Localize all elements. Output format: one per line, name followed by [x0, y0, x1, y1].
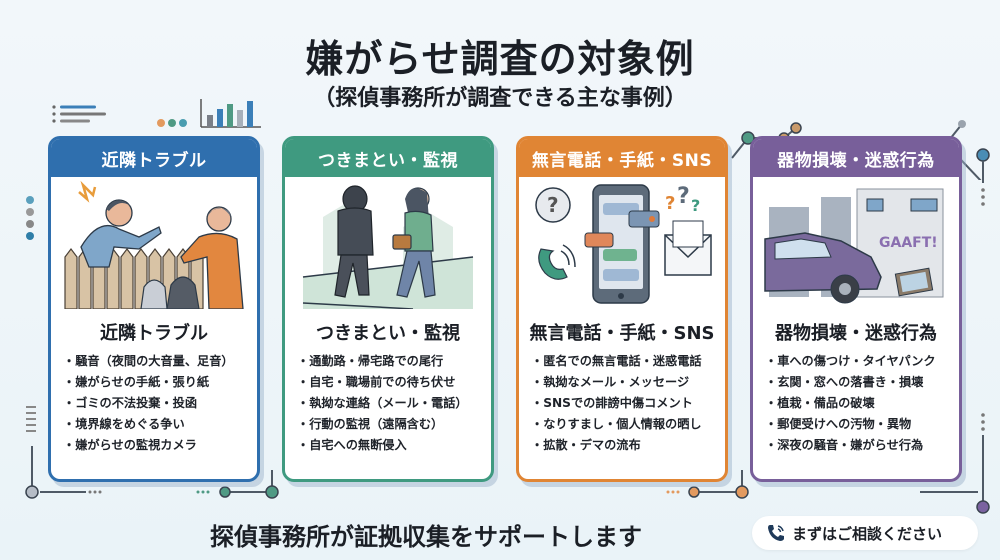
- neighbors-arguing-illustration: [59, 177, 249, 310]
- card-title: 器物損壊・迷惑行為: [775, 323, 937, 344]
- list-icon: [52, 105, 106, 123]
- bar-chart-icon: [200, 99, 261, 128]
- list-item: 通勤路・帰宅路での尾行: [297, 351, 491, 372]
- dots-icon: [157, 119, 187, 127]
- list-item: 嫌がらせの監視カメラ: [63, 435, 257, 456]
- list-item: ゴミの不法投棄・投函: [63, 393, 257, 414]
- consultation-label: まずはご相談ください: [792, 524, 943, 543]
- card-neighbor-trouble: 近隣トラブル 近隣トラブル: [48, 136, 260, 482]
- card-header: つきまとい・監視: [285, 139, 491, 177]
- list-item: 嫌がらせの手紙・張り紙: [63, 372, 257, 393]
- card-title: 無言電話・手紙・SNS: [529, 323, 715, 344]
- card-item-list: 通勤路・帰宅路での尾行 自宅・職場前での待ち伏せ 執拗な連絡（メール・電話） 行…: [285, 345, 491, 456]
- phone-icon: [768, 525, 784, 541]
- network-right-icon: [976, 148, 990, 514]
- list-item: 拡散・デマの流布: [531, 435, 725, 456]
- card-property-damage-nuisance: 器物損壊・迷惑行為 GAAFT! 器物損壊・迷惑行為 車への傷つけ・タイヤパンク…: [750, 136, 962, 482]
- list-item: 自宅・職場前での待ち伏せ: [297, 372, 491, 393]
- list-item: 車への傷つけ・タイヤパンク: [765, 351, 959, 372]
- list-item: 執拗な連絡（メール・電話）: [297, 393, 491, 414]
- footer-message: 探偵事務所が証拠収集をサポートします: [210, 523, 642, 551]
- smartphone-messages-illustration: ? ? ? ?: [527, 177, 717, 309]
- list-item: 郵便受けへの汚物・異物: [765, 414, 959, 435]
- stalker-following-illustration: [293, 177, 483, 310]
- card-header: 近隣トラブル: [51, 139, 257, 177]
- list-item: 匿名での無言電話・迷惑電話: [531, 351, 725, 372]
- connector-lines-icon: [40, 470, 978, 499]
- graffiti-text: GAAFT!: [879, 235, 938, 251]
- card-item-list: 騒音（夜間の大音量、足音） 嫌がらせの手紙・張り紙 ゴミの不法投棄・投函 境界線…: [51, 345, 257, 456]
- svg-text:?: ?: [665, 193, 675, 214]
- list-item: SNSでの誹謗中傷コメント: [531, 393, 725, 414]
- list-item: なりすまし・個人情報の晒し: [531, 414, 725, 435]
- card-header: 器物損壊・迷惑行為: [753, 139, 959, 177]
- list-item: 騒音（夜間の大音量、足音）: [63, 351, 257, 372]
- list-item: 深夜の騒音・嫌がらせ行為: [765, 435, 959, 456]
- page-subtitle: （探偵事務所が調査できる主な事例）: [313, 86, 687, 111]
- list-item: 自宅への無断侵入: [297, 435, 491, 456]
- list-item: 玄関・窓への落書き・損壊: [765, 372, 959, 393]
- damaged-car-graffiti-illustration: GAAFT!: [761, 177, 951, 309]
- card-stalking-surveillance: つきまとい・監視 つきまとい・監視 通勤路・帰宅路での尾行 自宅・職場前での: [282, 136, 494, 482]
- list-item: 行動の監視（遠隔含む）: [297, 414, 491, 435]
- card-title: つきまとい・監視: [316, 323, 460, 344]
- card-silent-calls-letters-sns: 無言電話・手紙・SNS ? ? ? ?: [516, 136, 728, 482]
- card-header: 無言電話・手紙・SNS: [519, 139, 725, 177]
- svg-text:?: ?: [691, 196, 700, 215]
- consultation-button[interactable]: まずはご相談ください: [752, 516, 978, 550]
- list-item: 執拗なメール・メッセージ: [531, 372, 725, 393]
- list-item: 植栽・備品の破壊: [765, 393, 959, 414]
- card-title: 近隣トラブル: [100, 323, 208, 344]
- network-left-icon: [25, 196, 39, 499]
- list-item: 境界線をめぐる争い: [63, 414, 257, 435]
- card-item-list: 匿名での無言電話・迷惑電話 執拗なメール・メッセージ SNSでの誹謗中傷コメント…: [519, 345, 725, 456]
- card-item-list: 車への傷つけ・タイヤパンク 玄関・窓への落書き・損壊 植栽・備品の破壊 郵便受け…: [753, 345, 959, 456]
- case-cards: 近隣トラブル 近隣トラブル: [48, 136, 968, 486]
- svg-text:?: ?: [677, 184, 690, 209]
- page-title: 嫌がらせ調査の対象例: [305, 37, 695, 81]
- svg-text:?: ?: [547, 193, 559, 217]
